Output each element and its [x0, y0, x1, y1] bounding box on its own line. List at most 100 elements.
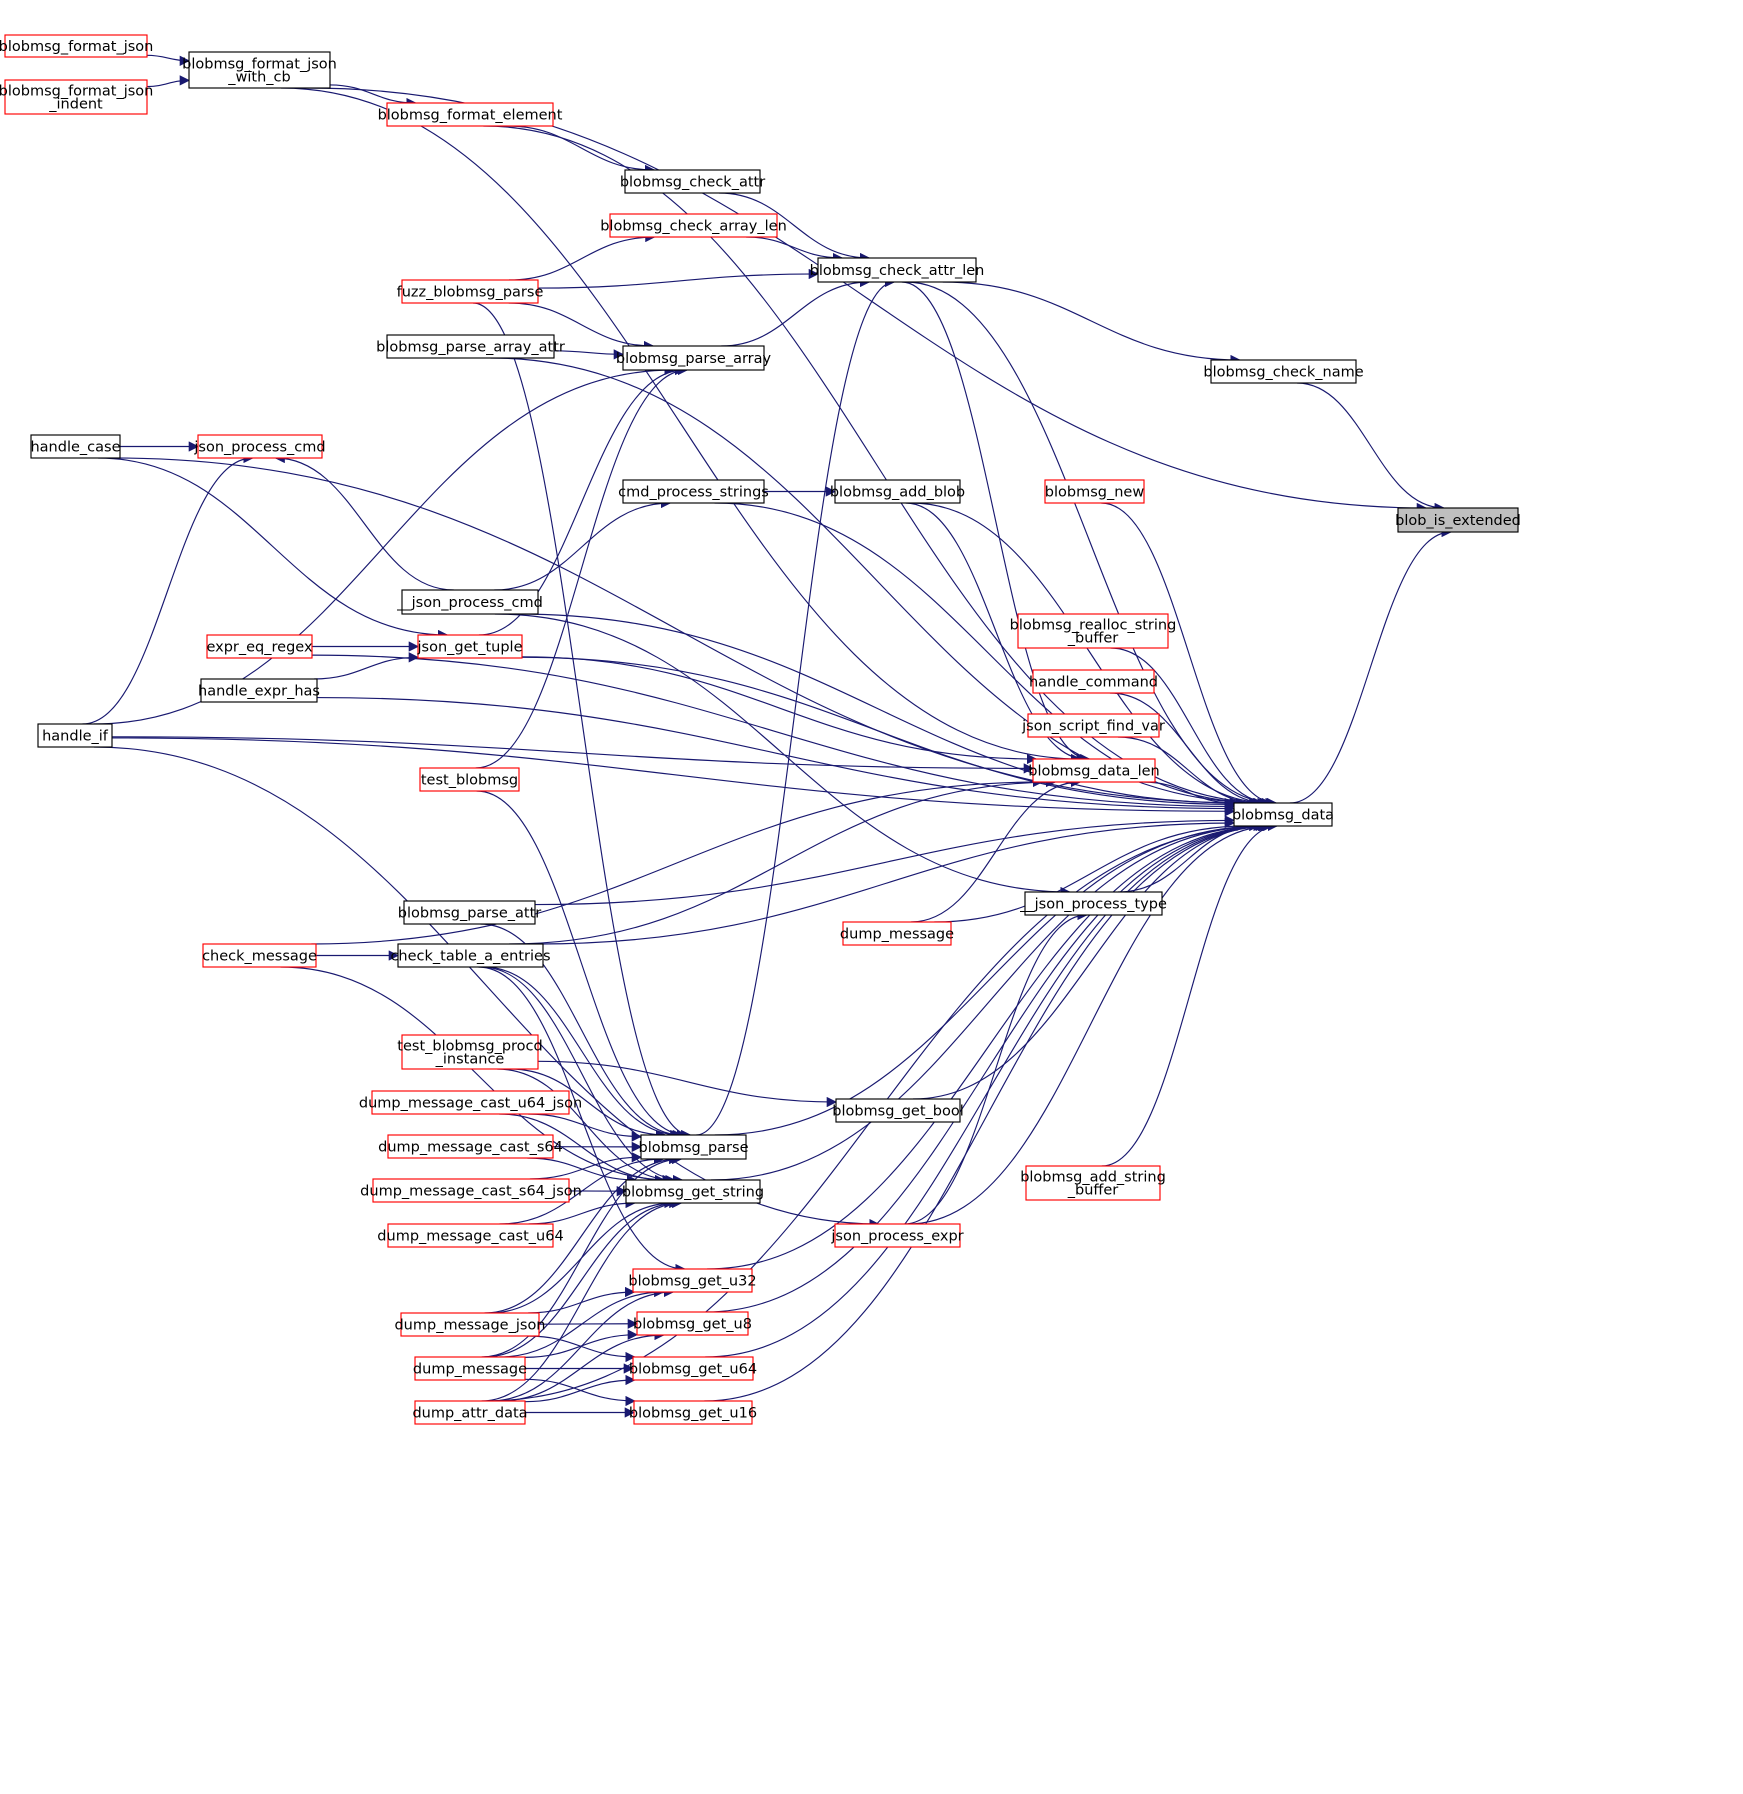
node-get-string[interactable]: blobmsg_get_string: [622, 1179, 764, 1204]
node-cmd-process-strings[interactable]: cmd_process_strings: [618, 479, 769, 504]
node-label: blobmsg_get_u32: [628, 1274, 756, 1290]
node-label: blobmsg_check_attr: [620, 175, 765, 191]
node-box: [414, 1400, 526, 1425]
node-parse-array[interactable]: blobmsg_parse_array: [616, 345, 772, 371]
node-realloc-string-buffer[interactable]: blobmsg_realloc_string_buffer: [1010, 613, 1177, 649]
edge-check_table_a_entries-to-blobmsg_parse: [483, 966, 681, 1141]
node-handle-command[interactable]: handle_command: [1029, 669, 1158, 694]
node-label: dump_message: [840, 927, 954, 943]
node-dump-message-top[interactable]: dump_message: [840, 921, 954, 946]
node-label: blobmsg_format_json: [0, 84, 153, 100]
node-handle-case[interactable]: handle_case: [30, 434, 121, 459]
node-json-process-cmd[interactable]: json_process_cmd: [193, 434, 326, 459]
node-label: dump_message_json: [394, 1318, 545, 1334]
node-check-attr[interactable]: blobmsg_check_attr: [620, 169, 765, 194]
edge-check_attr_len-to-check_name: [942, 281, 1241, 366]
node-box: [197, 434, 323, 459]
node-label: blobmsg_add_blob: [830, 485, 965, 501]
node-label: blobmsg_check_name: [1203, 365, 1363, 381]
node-check-attr-len[interactable]: blobmsg_check_attr_len: [810, 257, 985, 283]
node-label: blobmsg_data_len: [1028, 764, 1160, 780]
node-blobmsg-new[interactable]: blobmsg_new: [1044, 479, 1145, 504]
node-label: blobmsg_format_json: [0, 39, 153, 55]
node-test-blobmsg[interactable]: test_blobmsg: [419, 767, 520, 792]
node-format-json-indent[interactable]: blobmsg_format_json_indent: [0, 79, 153, 115]
node-box: [401, 1034, 539, 1070]
node-test-procd-instance[interactable]: test_blobmsg_procd_instance: [397, 1034, 543, 1070]
edge-format_json_with_cb-to-format_element: [329, 84, 417, 109]
node-blobmsg-data[interactable]: blobmsg_data: [1232, 802, 1334, 827]
node-label: dump_message_cast_s64: [378, 1140, 563, 1156]
node-add-blob[interactable]: blobmsg_add_blob: [830, 479, 965, 504]
node-box: [419, 767, 520, 792]
node-add-string-buffer[interactable]: blobmsg_add_string_buffer: [1020, 1165, 1166, 1201]
node---json-process-cmd[interactable]: __json_process_cmd: [396, 589, 543, 615]
edge-json_process_expr-to-__json_process_type: [904, 909, 1088, 1225]
node-expr-eq-regex[interactable]: expr_eq_regex: [206, 634, 313, 659]
node-box: [206, 634, 313, 659]
edge-handle_case-to-json_get_tuple: [98, 457, 449, 641]
node-get-bool[interactable]: blobmsg_get_bool: [832, 1098, 964, 1123]
node-check-message[interactable]: check_message: [202, 943, 317, 968]
node-label: blobmsg_get_u64: [629, 1362, 757, 1378]
node-handle-expr-has[interactable]: handle_expr_has: [198, 678, 320, 703]
edge-handle_if-to-parse_array: [93, 364, 675, 725]
node-label: json_script_find_var: [1021, 719, 1165, 735]
node-cast-u64-json[interactable]: dump_message_cast_u64_json: [359, 1090, 582, 1115]
node-dump-attr-data[interactable]: dump_attr_data: [412, 1400, 528, 1425]
node-json-get-tuple[interactable]: json_get_tuple: [417, 634, 523, 659]
node-box: [400, 1312, 540, 1337]
node-check-name[interactable]: blobmsg_check_name: [1203, 359, 1364, 384]
node-dump-message-bot[interactable]: dump_message: [413, 1356, 527, 1381]
node-cast-s64-json[interactable]: dump_message_cast_s64_json: [360, 1178, 582, 1203]
edge-parse_array-to-check_attr_len: [721, 276, 871, 347]
edge-fuzz_parse-to-parse_array: [508, 302, 655, 352]
node-blobmsg-parse-attr[interactable]: blobmsg_parse_attr: [398, 900, 541, 925]
node-box: [1032, 758, 1156, 783]
node-cast-s64[interactable]: dump_message_cast_s64: [378, 1134, 563, 1159]
node-fuzz-parse[interactable]: fuzz_blobmsg_parse: [397, 279, 544, 304]
node-label: blobmsg_format_element: [378, 108, 563, 124]
node-json-script-find-var[interactable]: json_script_find_var: [1021, 713, 1165, 738]
node-format-json-with-cb[interactable]: blobmsg_format_json_with_cb: [182, 51, 337, 89]
edge-blobmsg_data-to-blob_is_extended: [1289, 526, 1452, 804]
node-json-process-expr[interactable]: json_process_expr: [830, 1223, 964, 1248]
edge-test_procd_instance-to-get_bool: [537, 1060, 838, 1108]
node-box: [30, 434, 121, 459]
node-get-u64[interactable]: blobmsg_get_u64: [629, 1356, 757, 1381]
node-label: __json_process_type: [1019, 897, 1167, 913]
node-get-u32[interactable]: blobmsg_get_u32: [628, 1268, 757, 1293]
edge-fuzz_parse-to-check_array_len: [508, 231, 656, 281]
edge-add_blob-to-blobmsg_data: [911, 502, 1271, 809]
node-label: blobmsg_format_json: [182, 57, 337, 73]
edge-check_name-to-blob_is_extended: [1297, 382, 1445, 514]
node-label: check_table_a_entries: [390, 949, 550, 965]
node-handle-if[interactable]: handle_if: [37, 723, 113, 748]
edge-realloc_string_buffer-to-blobmsg_data: [1110, 647, 1273, 809]
edge-json_get_tuple-to-parse_array: [478, 364, 686, 636]
edge-get_string-to-blobmsg_data: [710, 820, 1267, 1181]
node-check-array-len[interactable]: blobmsg_check_array_len: [600, 213, 787, 238]
node-format-element[interactable]: blobmsg_format_element: [378, 102, 563, 127]
node-label: handle_if: [42, 729, 109, 745]
node-check-table-a-entries[interactable]: check_table_a_entries: [390, 943, 551, 968]
node-box: [842, 921, 952, 946]
edge-json_script_find_var-to-blobmsg_data: [1117, 736, 1260, 809]
edge-dump_message_json-to-get_string: [489, 1197, 675, 1314]
node-parse-array-attr[interactable]: blobmsg_parse_array_attr: [376, 334, 565, 359]
node-get-u8[interactable]: blobmsg_get_u8: [633, 1311, 752, 1336]
node-data-len[interactable]: blobmsg_data_len: [1028, 758, 1160, 783]
edge-check_table_a_entries-to-data_len: [509, 776, 1057, 945]
node-format-json[interactable]: blobmsg_format_json: [0, 34, 153, 58]
node-get-u16[interactable]: blobmsg_get_u16: [629, 1400, 757, 1425]
node-cast-u64[interactable]: dump_message_cast_u64: [377, 1223, 564, 1248]
node-label: dump_message_cast_u64: [377, 1229, 563, 1245]
node-box: [609, 213, 778, 238]
node-dump-message-json[interactable]: dump_message_json: [394, 1312, 546, 1337]
node-blobmsg-parse[interactable]: blobmsg_parse: [639, 1134, 749, 1160]
edge-test_blobmsg-to-parse_array: [475, 364, 689, 769]
node-label: json_process_cmd: [193, 440, 325, 456]
node---json-process-type[interactable]: __json_process_type: [1019, 891, 1167, 916]
node-label: cmd_process_strings: [618, 485, 769, 501]
